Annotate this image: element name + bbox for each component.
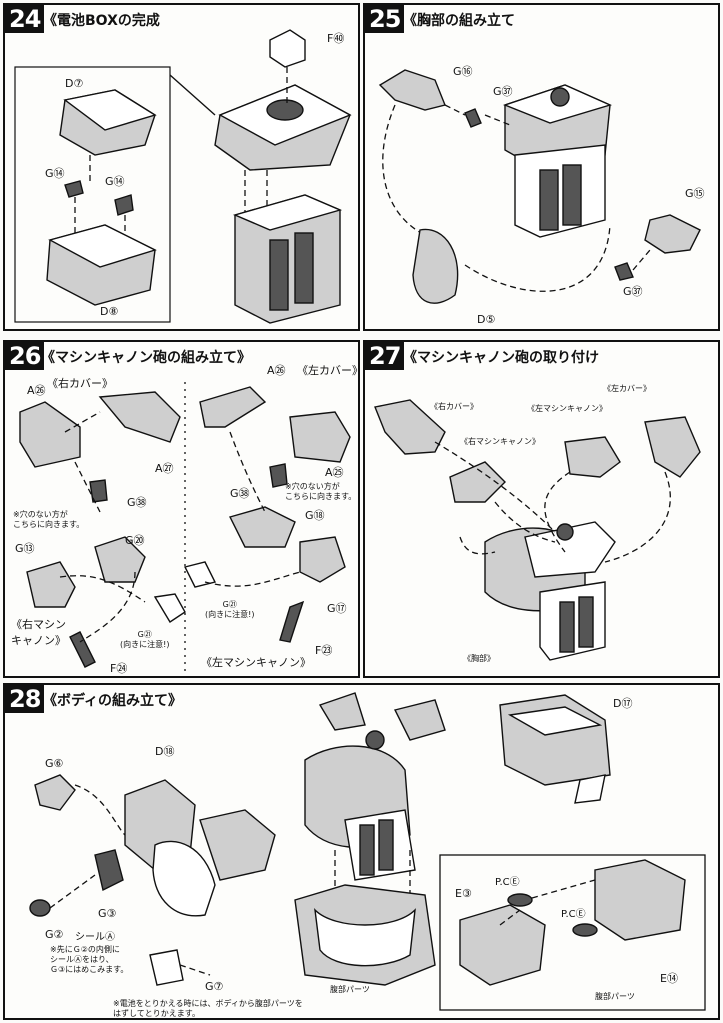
label-g14b: G⑭ xyxy=(105,175,125,188)
cannon-attachment-illustration xyxy=(374,399,701,661)
label-g21-left: G㉑ (向きに注意!) xyxy=(205,600,255,619)
label-e14: E⑭ xyxy=(660,972,678,985)
label-left-cannon: 《左マシンキャノン》 xyxy=(527,404,607,413)
label-f40: F㊵ xyxy=(327,32,345,45)
label-g20: G⑳ xyxy=(125,534,145,547)
step-title: 《電池BOXの完成 xyxy=(43,13,160,29)
label-d17: D⑰ xyxy=(613,697,633,710)
note-hole-right: ※穴のない方が こちらに向きます。 xyxy=(13,510,85,529)
label-g37b: G㊲ xyxy=(623,285,643,298)
label-d8: D⑧ xyxy=(100,305,119,318)
label-g13: G⑬ xyxy=(15,542,35,555)
step-26-panel: 26 《マシンキャノン砲の組み立て》 A㉖ 《右カバー》 A㉗ G㊳ ※穴のない… xyxy=(3,340,360,678)
label-g17: G⑰ xyxy=(327,602,347,615)
chest-assembly-illustration xyxy=(378,69,701,304)
label-g18: G⑱ xyxy=(305,509,325,522)
step-25-panel: 25 《胸部の組み立て G⑯ G㊲ G⑮ G㊲ D⑤ xyxy=(363,3,720,331)
label-f24: F㉔ xyxy=(110,662,128,675)
label-right-cannon: 《右マシン キャノン》 xyxy=(11,618,66,647)
body-assembly-illustration xyxy=(29,692,706,1011)
note-battery: ※電池をとりかえる時には、ボディから腹部パーツを はずしてとりかえます。 xyxy=(113,999,303,1018)
step-24-panel: 24 《電池BOXの完成 F㊵ D⑦ G⑭ G⑭ D⑧ xyxy=(3,3,360,331)
label-left-cannon: 《左マシンキャノン》 xyxy=(201,656,311,669)
label-right-cover: 《右カバー》 xyxy=(430,402,478,411)
label-g6: G⑥ xyxy=(45,757,64,770)
label-waist-parts-inset: 腹部パーツ xyxy=(595,992,635,1001)
label-g38-right: G㊳ xyxy=(127,496,147,509)
label-d5: D⑤ xyxy=(477,313,496,326)
step-number: 28 xyxy=(5,685,45,713)
label-right-cover: 《右カバー》 xyxy=(47,377,113,390)
step-number: 27 xyxy=(365,342,405,370)
label-g7: G⑦ xyxy=(205,980,224,993)
step-number: 25 xyxy=(365,5,405,33)
step-number: 24 xyxy=(5,5,45,33)
label-waist-parts: 腹部パーツ xyxy=(330,985,370,994)
step-title: 《ボディの組み立て》 xyxy=(43,693,183,709)
note-hole-left: ※穴のない方が こちらに向きます。 xyxy=(285,482,357,501)
label-f23: F㉓ xyxy=(315,644,333,657)
label-e3: E③ xyxy=(455,887,472,900)
label-a25: A㉕ xyxy=(325,466,344,479)
step-28-panel: 28 《ボディの組み立て》 G xyxy=(3,683,720,1020)
label-pce-b: P.CⒺ xyxy=(561,909,586,920)
label-d7: D⑦ xyxy=(65,77,84,90)
label-chest: 《胸部》 xyxy=(463,654,495,663)
step-27-panel: 27 《マシンキャノン砲の取り付け 《右カバー》 《左カバー》 《左マシンキャノ… xyxy=(363,340,720,678)
label-d18: D⑱ xyxy=(155,745,175,758)
label-g37a: G㊲ xyxy=(493,85,513,98)
step-title: 《マシンキャノン砲の組み立て》 xyxy=(41,350,251,366)
label-g38-left: G㊳ xyxy=(230,487,250,500)
label-pce-a: P.CⒺ xyxy=(495,877,520,888)
label-g14a: G⑭ xyxy=(45,167,65,180)
step-number: 26 xyxy=(5,342,45,370)
label-g2: G② xyxy=(45,928,64,941)
battery-box-illustration xyxy=(14,29,352,324)
label-a26-left: A㉖ xyxy=(267,364,286,377)
step-title: 《マシンキャノン砲の取り付け xyxy=(403,350,599,366)
label-right-cannon: 《右マシンキャノン》 xyxy=(460,437,540,446)
label-left-cover: 《左カバー》 xyxy=(603,384,651,393)
machine-cannon-assembly-illustration xyxy=(19,382,351,672)
label-a26-right: A㉖ xyxy=(27,384,46,397)
note-seal: ※先にＧ②の内側に シールⒶをはり、 Ｇ③にはめこみます。 xyxy=(50,945,129,974)
label-g3: G③ xyxy=(98,907,117,920)
label-left-cover: 《左カバー》 xyxy=(297,364,360,377)
label-g21-right: G㉑ (向きに注意!) xyxy=(120,630,170,649)
label-g15: G⑮ xyxy=(685,187,705,200)
label-seal-a: シールⒶ xyxy=(75,932,115,943)
step-title: 《胸部の組み立て xyxy=(403,13,515,29)
label-g16: G⑯ xyxy=(453,65,473,78)
label-a27: A㉗ xyxy=(155,462,174,475)
